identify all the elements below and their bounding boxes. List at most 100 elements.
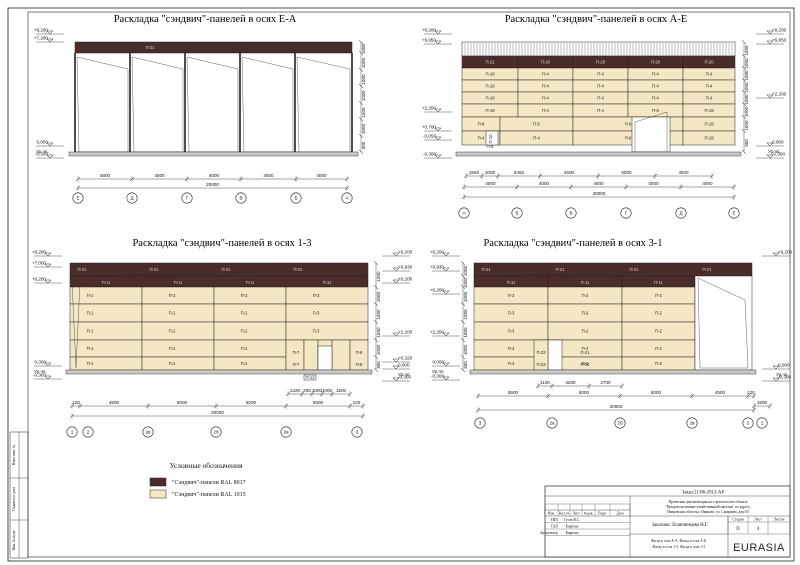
panel-label: П-6 — [625, 122, 632, 127]
axis-bubble — [351, 426, 363, 438]
dim-tick — [358, 100, 364, 106]
level-mark — [44, 263, 52, 268]
dim-tick — [358, 83, 364, 89]
panel-label: П-8 — [356, 362, 363, 367]
axis-label: 2а — [283, 430, 289, 435]
panel-label: П-4 — [706, 84, 713, 89]
dim-value: 4000 — [485, 181, 496, 186]
axis-label: 1 — [761, 421, 764, 426]
dim-value: 1100 — [540, 380, 550, 385]
level-label: +8,200 — [32, 250, 47, 255]
axis-label: 2в — [146, 430, 152, 435]
panel-label: П-3 — [313, 293, 320, 298]
sheet-frame — [7, 7, 795, 562]
tb-stage-head: Лист — [754, 518, 762, 522]
level-label: +6,930 — [398, 265, 413, 270]
level-label: Ур.чп. — [36, 149, 49, 154]
level-label: Ур.чп. — [34, 369, 47, 374]
panel — [213, 356, 287, 371]
panel — [141, 339, 215, 358]
panel-label: П-18 — [485, 108, 495, 113]
panel-label: П-4 — [542, 84, 549, 89]
dim-value: 1000 — [463, 265, 468, 276]
louver-band — [461, 41, 736, 57]
side-stamp-label: Подпись и дата — [12, 487, 16, 511]
tb-person: Карпова — [566, 531, 579, 535]
axis-bubble — [614, 417, 626, 429]
level-label: +8,200 — [398, 250, 413, 255]
level-mark — [772, 365, 780, 370]
level-label: Ур.чп. — [768, 149, 781, 154]
dim-value: 4000 — [648, 181, 659, 186]
level-mark — [392, 377, 400, 382]
door-opening — [317, 345, 333, 371]
panel-label: П-3 — [313, 329, 320, 334]
level-mark — [434, 108, 442, 113]
inner-frame — [27, 11, 791, 558]
panel-label: П-2 — [241, 293, 248, 298]
panel — [69, 356, 143, 371]
level-label: -0,300 — [772, 152, 785, 157]
dim-value: 5000 — [651, 390, 662, 395]
panel-label: П-8 — [478, 122, 485, 127]
axis-label: 2в — [690, 421, 696, 426]
dim-value: 300 — [376, 361, 381, 369]
panel-label: П-4 — [652, 96, 659, 101]
axis-label: 1 — [71, 430, 74, 435]
ground-strip — [455, 151, 742, 157]
axis-label: 2б — [213, 430, 219, 435]
panel-label: П-7 — [293, 350, 300, 355]
dim-value: 1000 — [322, 388, 333, 393]
dim-tick — [358, 149, 364, 155]
level-mark — [44, 375, 52, 380]
axis-label: В — [569, 211, 572, 216]
tb-head: Кол.уч — [559, 512, 569, 516]
level-mark — [442, 267, 450, 272]
dim-tick — [358, 50, 364, 56]
side-stamp-label: Взам. инв. № — [12, 444, 16, 465]
level-label: +6,200 — [398, 277, 413, 282]
level-label: +8,200 — [778, 250, 793, 255]
dim-value: 5500 — [313, 400, 324, 405]
panel-label: П-2 — [241, 329, 248, 334]
dim-tick — [741, 77, 747, 83]
panel — [682, 130, 736, 146]
dim-value: 120 — [353, 400, 361, 405]
ground-strip — [68, 151, 359, 157]
panel-label: П-2 — [169, 329, 176, 334]
panel-label: П-4 — [652, 84, 659, 89]
panel — [213, 339, 287, 358]
panel-label: П-2 — [582, 346, 589, 351]
panel-label: П-4 — [597, 96, 604, 101]
axis-label: 3 — [356, 430, 359, 435]
dim-value: 20000 — [593, 191, 606, 196]
dim-value: 1000 — [361, 123, 366, 134]
level-label: +0,700 — [422, 125, 437, 130]
tb-project: Ивановская область,г. Иваново, ул. Смирн… — [667, 510, 749, 515]
dim-value: 1550 — [469, 170, 480, 175]
level-mark — [46, 38, 54, 43]
dim-value: 1000 — [463, 277, 468, 288]
slope-line — [69, 269, 369, 277]
level-mark — [44, 362, 52, 367]
title-ea: Раскладка "сэндвич"-панелей в осях Е-А — [114, 14, 297, 25]
dim-value: 1000 — [744, 94, 749, 105]
panel-label: П-20 — [651, 60, 661, 65]
roof-band — [74, 41, 353, 54]
slope-line — [473, 269, 753, 277]
level-mark — [392, 332, 400, 337]
level-mark — [392, 365, 400, 370]
dim-value: 1000 — [376, 271, 381, 282]
panel-label: П-11 — [654, 280, 663, 285]
panel-label: П-23 — [536, 362, 546, 367]
level-label: +2,200 — [772, 92, 787, 97]
dim-value: 1000 — [744, 58, 749, 69]
dim-value: 1000 — [361, 107, 366, 118]
panel-label: П-21 — [580, 350, 590, 355]
tb-head: Дата — [616, 512, 624, 516]
panel-roof: П-21 — [149, 267, 159, 272]
panel-label: П-19 — [704, 122, 714, 127]
level-label: Ур.чп. — [432, 369, 445, 374]
dim-value: 5000 — [246, 400, 257, 405]
axis-bubble — [341, 192, 353, 204]
